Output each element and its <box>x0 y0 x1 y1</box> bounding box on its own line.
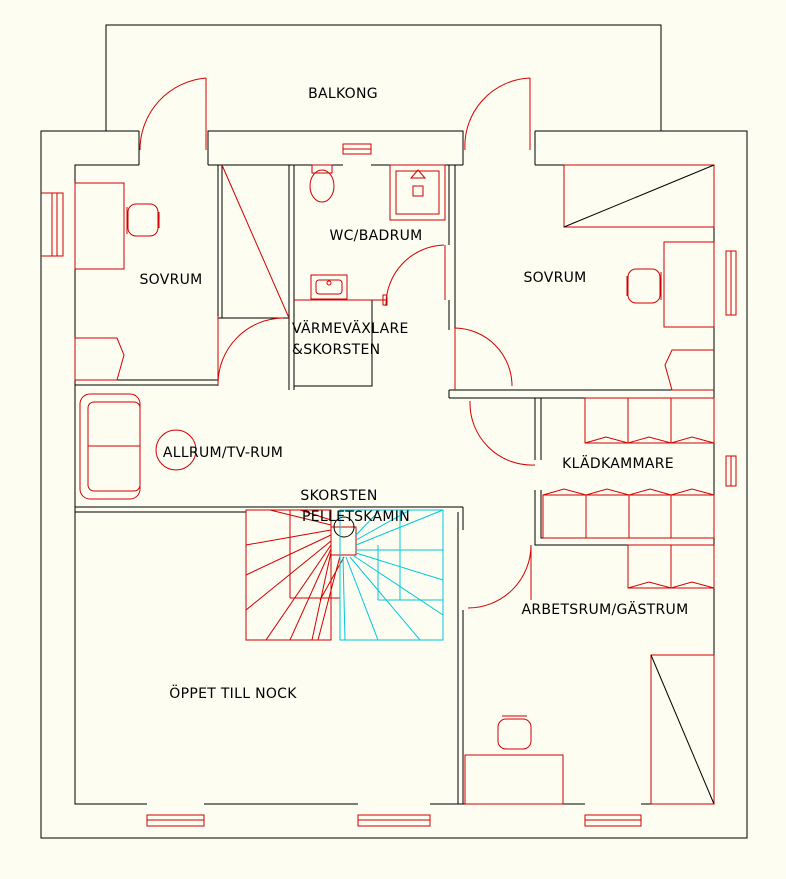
label-sovrum-right: SOVRUM <box>523 270 586 286</box>
label-wc-badrum: WC/BADRUM <box>329 228 422 244</box>
label-balkong: BALKONG <box>308 86 378 102</box>
room-labels: BALKONG SOVRUM WC/BADRUM SOVRUM VÄRMEVÄX… <box>139 86 688 702</box>
label-skorsten-small: &SKORSTEN <box>292 342 380 358</box>
sink-icon <box>310 274 348 300</box>
toilet-icon <box>309 169 335 203</box>
shower <box>389 164 446 221</box>
windows <box>41 143 737 827</box>
bedside-right <box>664 349 714 391</box>
chair-right <box>627 268 661 304</box>
staircase <box>245 509 444 641</box>
walls <box>40 24 748 839</box>
label-varmevaxlare: VÄRMEVÄXLARE <box>292 319 409 337</box>
desk-study <box>464 754 564 805</box>
doors <box>139 77 536 609</box>
label-kladkammare: KLÄDKAMMARE <box>562 454 674 472</box>
wardrobe-study <box>650 654 715 805</box>
desk-left <box>74 182 125 270</box>
label-arbetsrum: ARBETSRUM/GÄSTRUM <box>522 600 689 618</box>
wardrobe-right <box>563 164 715 228</box>
label-sovrum-left: SOVRUM <box>139 272 202 288</box>
desk-right <box>663 241 715 328</box>
chair-study <box>497 718 532 750</box>
round-table <box>155 429 197 471</box>
closet-shelves-bottom <box>542 488 715 539</box>
label-allrum: ALLRUM/TV-RUM <box>163 445 283 461</box>
label-skorsten: SKORSTEN <box>300 488 377 504</box>
chair-left <box>127 203 159 237</box>
label-oppet-till-nock: ÖPPET TILL NOCK <box>169 684 297 702</box>
label-pelletskamin: PELLETSKAMIN <box>302 509 410 525</box>
bedside-left <box>74 337 125 381</box>
closet-shelves-top <box>584 397 715 444</box>
furniture <box>74 164 715 805</box>
